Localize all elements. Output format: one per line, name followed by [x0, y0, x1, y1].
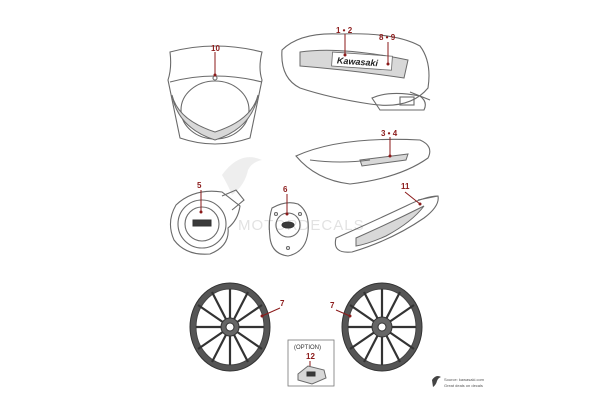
callout-10: 10 — [211, 44, 220, 77]
credit-line-2: Great deals on decals — [444, 383, 483, 388]
fuel-tank-part: Kawasaki — [281, 33, 431, 111]
engine-cover-part — [169, 189, 245, 255]
callout-5-label: 5 — [197, 181, 202, 190]
callout-11-label: 11 — [401, 182, 410, 191]
headlight-cowl-part — [167, 45, 263, 145]
callout-12-label: 12 — [306, 352, 315, 361]
callout-7-left-label: 7 — [280, 299, 285, 308]
credit-bird-icon — [432, 376, 441, 387]
tail-cowl-part — [334, 195, 439, 253]
tank-brand-text: Kawasaki — [337, 55, 379, 68]
callout-3-4-label: 3 • 4 — [381, 129, 398, 138]
watermark-text: MOTORDECALS — [238, 217, 365, 234]
callout-1-2-label: 1 • 2 — [336, 26, 353, 35]
option-box: (OPTION) 12 — [287, 339, 335, 387]
side-cover-part — [295, 138, 431, 185]
callout-3-4: 3 • 4 — [381, 129, 398, 158]
callout-1-2: 1 • 2 — [336, 26, 353, 57]
callout-6: 6 — [283, 185, 289, 216]
callout-8-9-label: 8 • 9 — [379, 33, 396, 42]
callout-10-label: 10 — [211, 44, 220, 53]
callout-11: 11 — [401, 182, 422, 206]
pickup-cover-part — [268, 202, 309, 257]
rear-wheel-part — [341, 282, 423, 372]
option-label: (OPTION) — [294, 345, 321, 351]
callout-7-left: 7 — [260, 299, 285, 318]
callout-8-9: 8 • 9 — [379, 33, 396, 66]
callout-7-right-label: 7 — [330, 301, 335, 310]
front-wheel-part — [189, 282, 271, 372]
credit: Source: kawasaki.com Great deals on deca… — [432, 376, 485, 388]
credit-line-1: Source: kawasaki.com — [444, 377, 485, 382]
callout-7-right: 7 — [330, 301, 352, 318]
callout-6-label: 6 — [283, 185, 288, 194]
watermark-bird-icon — [222, 157, 262, 195]
watermark: MOTORDECALS — [222, 157, 365, 234]
tank-brand-panel — [331, 51, 393, 71]
callout-5: 5 — [197, 181, 203, 214]
